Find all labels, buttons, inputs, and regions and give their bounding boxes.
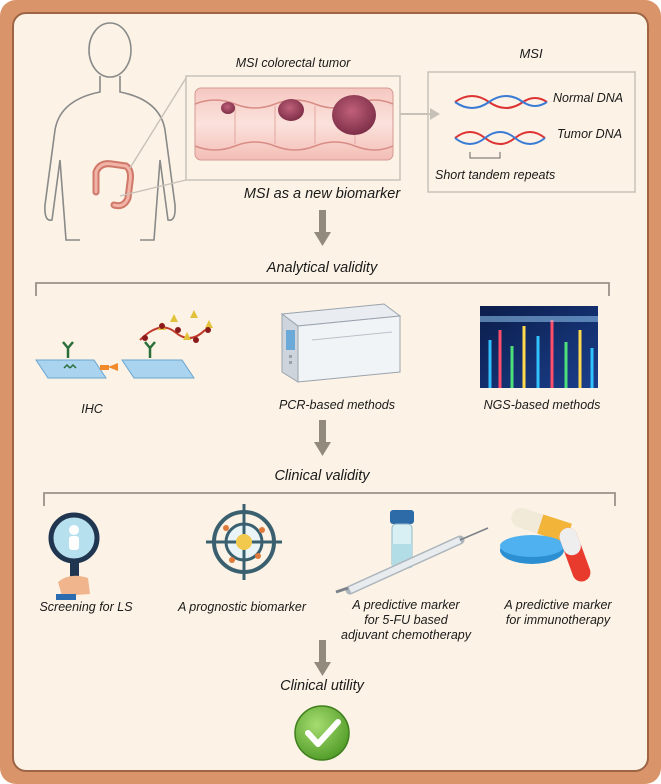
pcr-label: PCR-based methods [279,398,395,412]
pcr-machine-illustration [282,304,400,382]
ihc-illustration [36,310,213,378]
magnifier-person-icon [51,515,97,600]
predictive-immuno-line-1: A predictive marker [504,598,611,613]
ihc-label: IHC [81,402,103,416]
arrow-down-2 [314,420,331,456]
predictive-5fu-line-2: for 5-FU based [341,613,471,628]
human-silhouette-icon [45,23,175,240]
predictive-5fu-line-3: adjuvant chemotherapy [341,628,471,643]
ngs-label: NGS-based methods [484,398,601,412]
predictive-5fu-label: A predictive marker for 5-FU based adjuv… [341,598,471,643]
msi-title: MSI [519,46,542,61]
normal-dna-icon [455,96,547,108]
analytical-validity-title: Analytical validity [267,260,377,276]
clinical-bracket [44,493,615,506]
tumor-dna-icon [455,132,545,158]
predictive-5fu-line-1: A predictive marker [341,598,471,613]
analytical-bracket [36,283,609,296]
colon-icon [96,164,131,206]
short-tandem-repeats-label: Short tandem repeats [435,168,555,182]
arrow-down-3 [314,640,331,676]
screening-label: Screening for LS [39,600,132,614]
normal-dna-label: Normal DNA [553,91,623,105]
arrow-down-1 [314,210,331,246]
vial-syringe-icon [336,510,488,592]
tumor-label: MSI colorectal tumor [236,56,351,70]
pills-icon [500,505,593,584]
clinical-utility-title: Clinical utility [280,678,364,694]
prognostic-label: A prognostic biomarker [178,600,306,614]
tumor-dna-label: Tumor DNA [557,127,622,141]
predictive-immuno-line-2: for immunotherapy [504,613,611,628]
checkmark-icon [295,706,349,760]
clinical-validity-title: Clinical validity [274,468,369,484]
biomarker-label: MSI as a new biomarker [244,186,400,202]
prognostic-target-icon [206,504,282,580]
ngs-image [480,306,598,388]
predictive-immuno-label: A predictive marker for immunotherapy [504,598,611,628]
